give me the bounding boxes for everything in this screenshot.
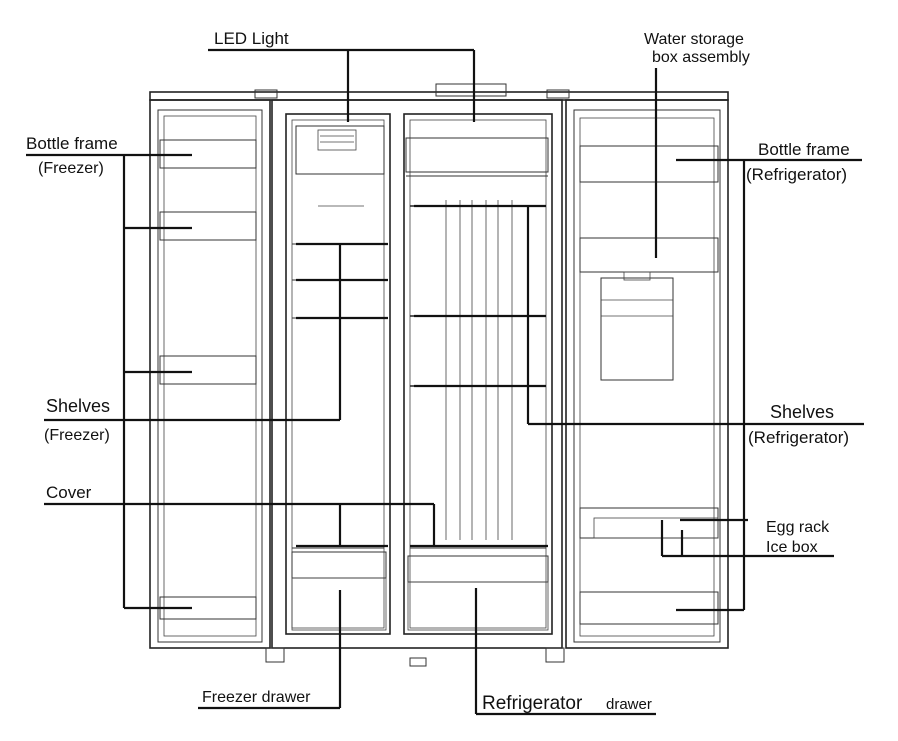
label-freezer-drawer: Freezer drawer [202,689,311,706]
label-water-storage-line2: box assembly [652,49,750,66]
freezer-door-bin-3 [159,355,257,385]
water-storage-box [579,237,719,273]
hinge-left-top [254,89,278,99]
label-bottle-frame-fridge: Bottle frame [758,140,850,159]
labels: LED Light Water storage box assembly Bot… [26,29,850,714]
label-shelves-freezer-sub: (Freezer) [44,427,110,444]
label-bottle-frame-fridge-sub: (Refrigerator) [746,165,847,184]
fridge-door [565,99,729,649]
label-bottle-frame-freezer: Bottle frame [26,134,118,153]
label-fridge-drawer: Refrigerator [482,693,583,714]
leader-lines [26,48,864,716]
label-cover: Cover [46,483,92,502]
freezer-drawer-shape [291,551,387,579]
label-shelves-freezer: Shelves [46,396,110,416]
top-control-box [435,83,507,97]
fridge-door-bin-2 [579,591,719,625]
fridge-compartment [403,113,553,635]
label-egg-rack: Egg rack [766,519,830,536]
freezer-door-bin-2 [159,211,257,241]
fridge-door-bin-1 [579,145,719,183]
dispenser [600,277,674,381]
egg-rack-shape [579,507,719,539]
freezer-compartment [285,113,391,635]
cabinet-body [271,99,563,649]
label-led-light: LED Light [214,29,289,48]
hinge-right-top [546,89,570,99]
fridge-drawer-shape [407,555,549,583]
freezer-door [149,99,271,649]
label-water-storage-line1: Water storage [644,31,744,48]
label-shelves-fridge: Shelves [770,402,834,422]
label-bottle-frame-freezer-sub: (Freezer) [38,160,104,177]
refrigerator-drawing [149,83,729,667]
label-fridge-drawer-suffix: drawer [606,696,652,713]
label-shelves-fridge-sub: (Refrigerator) [748,428,849,447]
label-ice-box: Ice box [766,539,818,556]
